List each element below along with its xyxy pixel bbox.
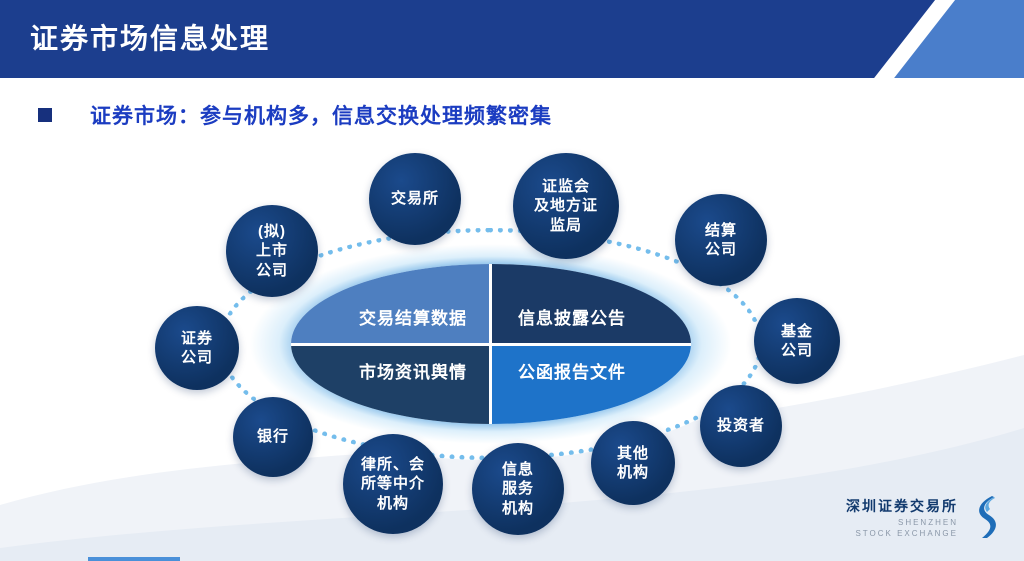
subtitle-text: 证券市场：参与机构多，信息交换处理频繁密集: [90, 105, 552, 128]
node-label: 证监会 及地方证 监局: [533, 177, 598, 234]
node-label: 银行: [256, 428, 289, 446]
node-label: 基金 公司: [780, 322, 813, 360]
bullet-square-icon: [38, 108, 52, 122]
quadrant-label: 市场资讯舆情: [359, 362, 467, 382]
node-pre-listed-company: (拟) 上市 公司: [226, 205, 318, 297]
center-ellipse: 交易结算数据 信息披露公告 市场资讯舆情 公函报告文件: [290, 264, 691, 424]
node-label: 结算 公司: [704, 221, 737, 259]
node-label: 投资者: [716, 417, 765, 435]
node-label: 其他 机构: [616, 444, 649, 482]
quadrant-label: 交易结算数据: [359, 308, 467, 328]
szse-logo-cn: 深圳证券交易所: [846, 498, 958, 514]
node-other-institutions: 其他 机构: [591, 421, 675, 505]
node-law-accounting-intermediaries: 律所、会 所等中介 机构: [343, 434, 443, 534]
node-investors: 投资者: [700, 385, 782, 467]
quadrant-official-reports: 公函报告文件: [492, 345, 691, 424]
node-securities-company: 证券 公司: [155, 306, 239, 390]
node-banks: 银行: [233, 397, 313, 477]
quadrant-info-disclosure: 信息披露公告: [492, 264, 691, 343]
quadrant-trade-settlement-data: 交易结算数据: [290, 264, 489, 343]
node-label: 交易所: [390, 190, 439, 208]
szse-logo-text: 深圳证券交易所 SHENZHEN STOCK EXCHANGE: [846, 496, 958, 538]
node-csrc-local-bureaus: 证监会 及地方证 监局: [513, 153, 619, 259]
header-bar: 证券市场信息处理: [0, 0, 1024, 78]
quadrant-label: 公函报告文件: [518, 362, 626, 382]
node-clearing-company: 结算 公司: [675, 194, 767, 286]
quadrant-label: 信息披露公告: [518, 308, 626, 328]
node-info-service-institutions: 信息 服务 机构: [472, 443, 564, 535]
szse-logo-en-line2: STOCK EXCHANGE: [855, 529, 958, 538]
node-exchange: 交易所: [369, 153, 461, 245]
szse-logo-icon: [979, 496, 996, 538]
node-label: 信息 服务 机构: [501, 460, 534, 517]
quadrant-market-news: 市场资讯舆情: [290, 345, 489, 424]
szse-logo-en-line1: SHENZHEN: [897, 518, 958, 527]
szse-logo: 深圳证券交易所 SHENZHEN STOCK EXCHANGE: [846, 495, 998, 539]
bottom-accent-line: [88, 557, 180, 561]
page-title: 证券市场信息处理: [30, 23, 271, 54]
node-label: (拟) 上市 公司: [255, 222, 288, 279]
node-label: 证券 公司: [180, 329, 213, 367]
subtitle-row: 证券市场：参与机构多，信息交换处理频繁密集: [38, 100, 552, 130]
node-label: 律所、会 所等中介 机构: [360, 455, 425, 512]
node-fund-company: 基金 公司: [754, 298, 840, 384]
